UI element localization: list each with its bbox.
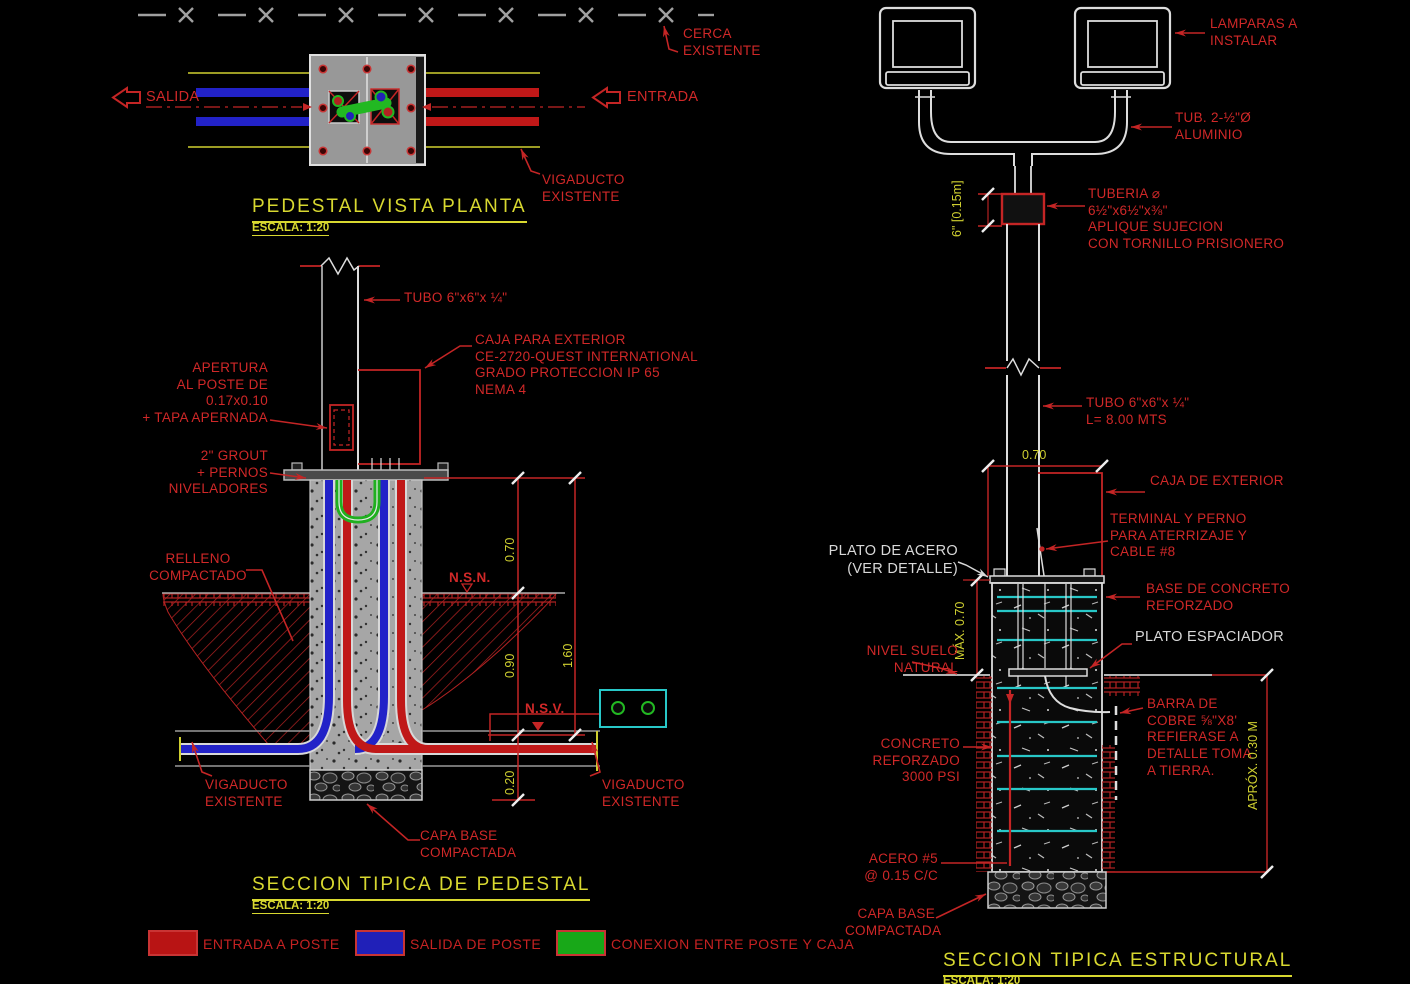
relleno-label: RELLENO COMPACTADO bbox=[149, 551, 247, 583]
capa-base-right-label: CAPA BASE COMPACTADA bbox=[845, 906, 942, 938]
dim-sleeve: 6" [0.15m] bbox=[950, 180, 964, 237]
barra-cobre-label: BARRA DE COBRE ⅝"X8' REFIERASE A DETALLE… bbox=[1147, 696, 1252, 778]
capa-base-label: CAPA BASE COMPACTADA bbox=[420, 828, 517, 860]
anchor-bolts-plan bbox=[318, 64, 416, 156]
legend-swatch-salida bbox=[355, 930, 405, 956]
pedestal-section-title: SECCION TIPICA DE PEDESTAL bbox=[252, 874, 591, 901]
rebar-cyan-bars bbox=[997, 595, 1097, 833]
conduit-red-2 bbox=[397, 480, 429, 753]
nsn-label: N.S.N. bbox=[449, 570, 491, 585]
pedestal-section-drawing bbox=[162, 256, 667, 841]
dim-090-left: 0.90 bbox=[503, 653, 517, 678]
structural-section-escala: ESCALA: 1:20 bbox=[943, 975, 1020, 984]
structural-section-title: SECCION TIPICA ESTRUCTURAL bbox=[943, 950, 1293, 977]
caja-para-exterior-label: CAJA PARA EXTERIOR CE-2720-QUEST INTERNA… bbox=[475, 332, 698, 398]
lamparas-label: LAMPARAS A INSTALAR bbox=[1210, 16, 1298, 48]
tubo-right-label: TUBO 6"x6"x ¼" L= 8.00 MTS bbox=[1086, 395, 1190, 427]
vigaducto-right-label: VIGADUCTO EXISTENTE bbox=[602, 777, 685, 809]
entrada-conduit-top bbox=[425, 88, 539, 97]
dim-ticks-left bbox=[511, 471, 582, 807]
tubo-label: TUBO 6"x6"x ¼" bbox=[404, 290, 508, 305]
apertura-label: APERTURA AL POSTE DE 0.17x0.10 + TAPA AP… bbox=[142, 360, 268, 426]
nsv-level-icon bbox=[532, 722, 544, 731]
fence-x-marks bbox=[178, 7, 674, 23]
legend-swatch-conexion bbox=[556, 930, 606, 956]
entrada-arrow-icon bbox=[591, 86, 621, 109]
nivel-suelo-label: NIVEL SUELO NATURAL bbox=[866, 643, 958, 675]
salida-conduit-top bbox=[196, 88, 310, 97]
salida-label: SALIDA bbox=[146, 89, 200, 105]
tuberia-sleeve bbox=[1000, 192, 1046, 226]
relleno-hatch-left bbox=[162, 593, 311, 745]
caja-de-exterior-label: CAJA DE EXTERIOR bbox=[1150, 473, 1284, 488]
capa-base-stone-right bbox=[987, 871, 1107, 909]
plan-escala: ESCALA: 1:20 bbox=[252, 222, 330, 236]
conduit-detail-box bbox=[599, 689, 667, 728]
lamp-arm-tubes bbox=[915, 90, 1131, 166]
entrada-conduit-bottom bbox=[425, 117, 539, 126]
base-concreto-label: BASE DE CONCRETO REFORZADO bbox=[1146, 581, 1291, 613]
lamp-right bbox=[1073, 6, 1172, 90]
dim-070-left: 0.70 bbox=[503, 537, 517, 562]
tub-aluminio-label: TUB. 2-½"Ø ALUMINIO bbox=[1175, 110, 1252, 142]
pedestal-section-escala: ESCALA: 1:20 bbox=[252, 900, 330, 914]
conduit-red-1 bbox=[343, 480, 598, 753]
legend-label-entrada: ENTRADA A POSTE bbox=[203, 936, 340, 952]
caja-exterior-outline bbox=[358, 369, 421, 465]
plan-view bbox=[111, 54, 621, 175]
legend-swatch-entrada bbox=[148, 930, 198, 956]
capa-base-stone bbox=[309, 769, 423, 801]
dim-070-right: 0.70 bbox=[1022, 448, 1047, 462]
legend-label-conexion: CONEXION ENTRE POSTE Y CAJA bbox=[611, 936, 855, 952]
dim-020-left: 0.20 bbox=[503, 770, 517, 795]
plato-espaciador-plate bbox=[1008, 668, 1088, 677]
base-concrete bbox=[991, 582, 1103, 873]
acero-label: ACERO #5 @ 0.15 C/C bbox=[864, 851, 938, 883]
tuberia-label: TUBERIA ⌀ 6½"x6½"x⅜" APLIQUE SUJECION CO… bbox=[1088, 186, 1285, 252]
plan-title: PEDESTAL VISTA PLANTA bbox=[252, 196, 527, 223]
dim-160-left: 1.60 bbox=[561, 643, 575, 668]
entrada-label: ENTRADA bbox=[627, 89, 699, 105]
dim-lines-left bbox=[424, 477, 600, 801]
grout-label: 2" GROUT + PERNOS NIVELADORES bbox=[168, 448, 268, 497]
pedestal-plan-openings bbox=[328, 88, 400, 125]
concreto-label: CONCRETO REFORZADO 3000 PSI bbox=[872, 736, 960, 785]
relleno-hatch-right bbox=[421, 593, 558, 711]
dim-aprox-030: APRÓX. 0.30 M bbox=[1246, 721, 1260, 810]
legend-label-salida: SALIDA DE POSTE bbox=[410, 936, 542, 952]
vigaducto-plan-leader bbox=[520, 148, 541, 175]
cerca-existente-label: CERCA EXISTENTE bbox=[683, 26, 761, 58]
conduit-blue-1 bbox=[180, 480, 333, 753]
base-plate-left bbox=[283, 458, 449, 481]
cerca-leader bbox=[662, 25, 679, 53]
structural-section-drawing bbox=[878, 6, 1274, 919]
leaders-right bbox=[911, 29, 1205, 919]
vigaducto-left-label: VIGADUCTO EXISTENTE bbox=[205, 777, 288, 809]
anchor-bolt-rods bbox=[1017, 584, 1072, 686]
vigaducto-plan-label: VIGADUCTO EXISTENTE bbox=[542, 172, 625, 204]
plato-espaciador-label: PLATO ESPACIADOR bbox=[1135, 629, 1285, 645]
salida-arrow-icon bbox=[111, 86, 141, 109]
nsn-level-icon bbox=[460, 583, 474, 594]
terminal-perno-label: TERMINAL Y PERNO PARA ATERRIZAJE Y CABLE… bbox=[1110, 511, 1248, 560]
caja-exterior-right-outline bbox=[1038, 472, 1103, 575]
salida-conduit-bottom bbox=[196, 117, 310, 126]
lamp-left bbox=[878, 6, 977, 90]
nsv-label: N.S.V. bbox=[525, 701, 565, 716]
fence-line bbox=[138, 7, 714, 23]
plato-acero-plate bbox=[989, 575, 1105, 584]
plato-acero-label: PLATO DE ACERO (VER DETALLE) bbox=[828, 543, 958, 577]
apertura-outline bbox=[329, 404, 354, 451]
